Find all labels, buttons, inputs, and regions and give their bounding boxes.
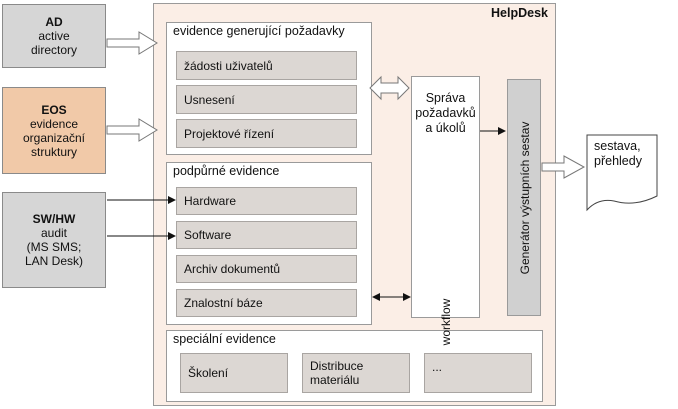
source-ad-title: AD [45, 15, 63, 29]
support-evidence-title: podpůrné evidence [173, 164, 280, 178]
helpdesk-title: HelpDesk [491, 6, 548, 20]
ad-block-arrow [106, 31, 158, 55]
source-ad: AD active directory [2, 4, 106, 68]
source-ad-line: active [38, 29, 70, 43]
source-swhw-title: SW/HW [32, 212, 76, 226]
source-ad-line: directory [30, 43, 77, 57]
output-label: sestava, přehledy [594, 139, 642, 168]
source-eos-title: EOS [41, 102, 67, 117]
source-swhw-line: audit [40, 226, 68, 240]
eos-block-arrow [106, 118, 158, 142]
special-item-training: Školení [180, 353, 288, 393]
support-item-knowledge-base: Znalostní báze [176, 289, 357, 317]
source-eos-line: evidence [29, 116, 79, 131]
management-box: Správa požadavků a úkolů workflow [411, 76, 480, 345]
output-block-arrow [541, 155, 586, 179]
output-document-shape [586, 134, 658, 212]
source-eos-line: organizační [22, 130, 86, 145]
support-item-software: Software [176, 221, 357, 249]
special-item-material-distribution: Distribuce materiálu [302, 353, 410, 393]
request-item-user-requests: žádosti uživatelů [176, 51, 357, 80]
management-title: Správa požadavků a úkolů [415, 91, 476, 135]
source-swhw-line: LAN Desk) [24, 254, 83, 268]
source-eos: EOS evidence organizační struktury [2, 87, 106, 174]
request-item-project-management: Projektové řízení [176, 119, 357, 148]
request-evidence-title: evidence generující požadavky [173, 24, 345, 38]
support-item-document-archive: Archiv dokumentů [176, 255, 357, 283]
special-evidence-title: speciální evidence [173, 332, 276, 346]
request-item-resolutions: Usnesení [176, 85, 357, 114]
double-block-arrow [369, 75, 410, 101]
special-item-more: ... [424, 353, 532, 393]
support-item-hardware: Hardware [176, 187, 357, 215]
report-generator: Generátor výstupních sestav [507, 79, 541, 316]
source-swhw: SW/HW audit (MS SMS; LAN Desk) [2, 192, 106, 288]
source-eos-line: struktury [30, 144, 77, 159]
source-swhw-line: (MS SMS; [26, 240, 82, 254]
